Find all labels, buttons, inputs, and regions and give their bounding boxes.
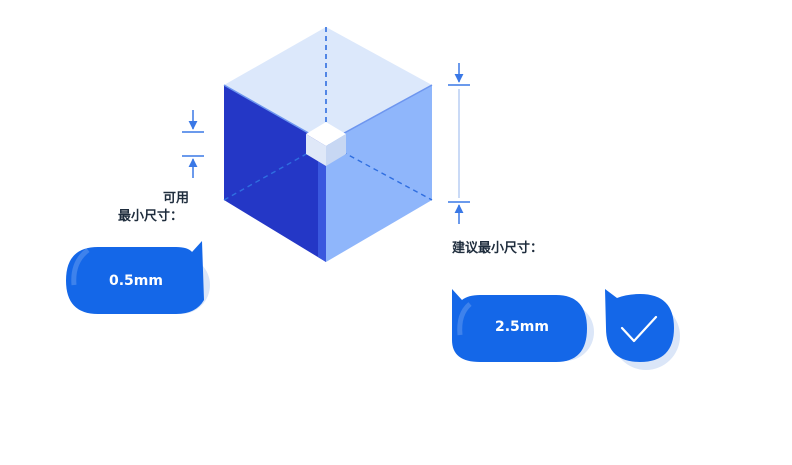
cube <box>223 27 433 262</box>
recommended-dimension-marker <box>448 63 470 224</box>
available-size-value: 0.5mm <box>109 273 163 289</box>
available-label-line2: 最小尺寸： <box>118 209 184 224</box>
min-dimension-marker <box>182 110 204 178</box>
recommended-label: 建议最小尺寸： <box>452 241 544 256</box>
checkmark-icon <box>620 315 658 343</box>
check-bubble <box>605 289 680 370</box>
recommended-size-value: 2.5mm <box>495 319 549 335</box>
small-cube <box>306 122 346 166</box>
available-label-line1: 可用 <box>163 191 190 206</box>
recommended-size-bubble <box>452 289 594 362</box>
cube-hidden-edge-left <box>223 142 327 201</box>
cube-left-edge <box>318 138 326 262</box>
available-size-bubble <box>66 241 210 314</box>
